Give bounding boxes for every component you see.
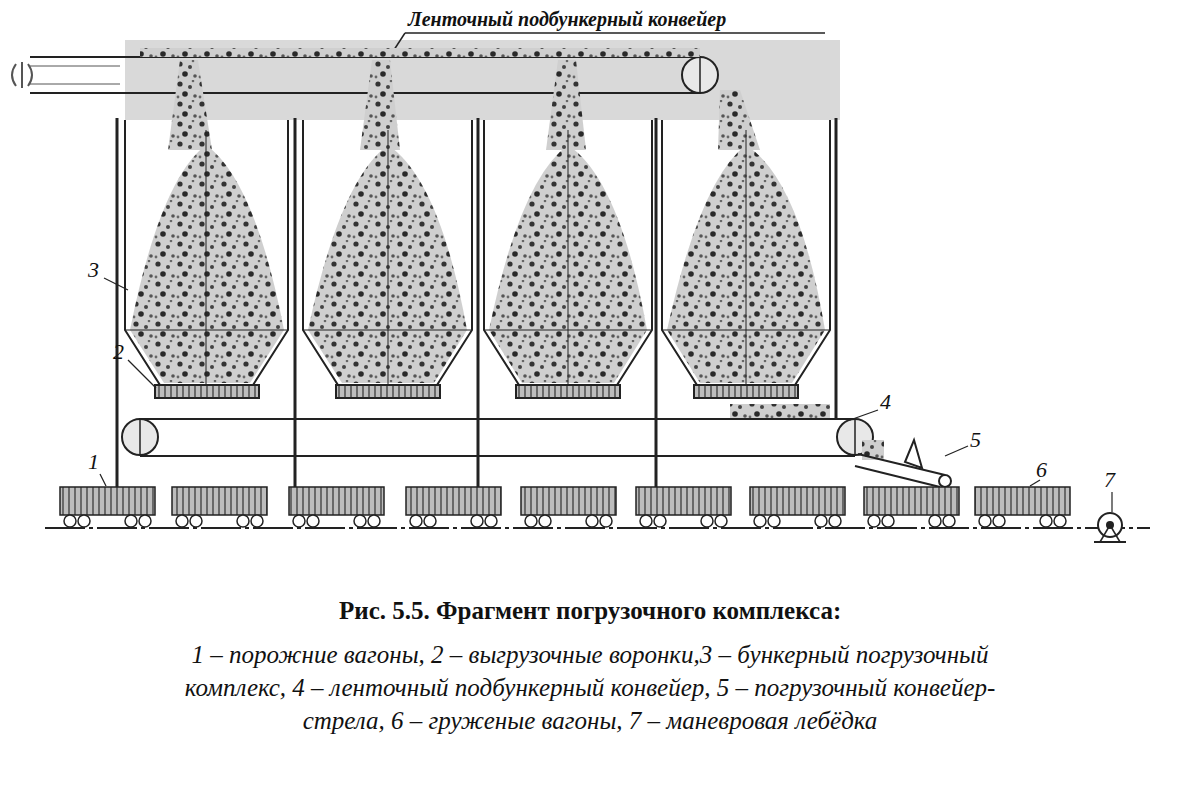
callout-number: 2 (113, 340, 124, 364)
conveyor-title: Ленточный подбункерный конвейер (408, 7, 726, 31)
callout-number: 4 (880, 390, 891, 414)
figure-key: 1 – порожние вагоны, 2 – выгрузочные вор… (150, 638, 1030, 737)
callout-number: 5 (970, 428, 981, 452)
figure-caption: Рис. 5.5. Фрагмент погрузочного комплекс… (339, 596, 841, 626)
callout-number: 3 (88, 258, 99, 282)
callout-number: 6 (1036, 458, 1047, 482)
callout-number: 7 (1104, 468, 1115, 492)
callout-number: 1 (88, 450, 99, 474)
